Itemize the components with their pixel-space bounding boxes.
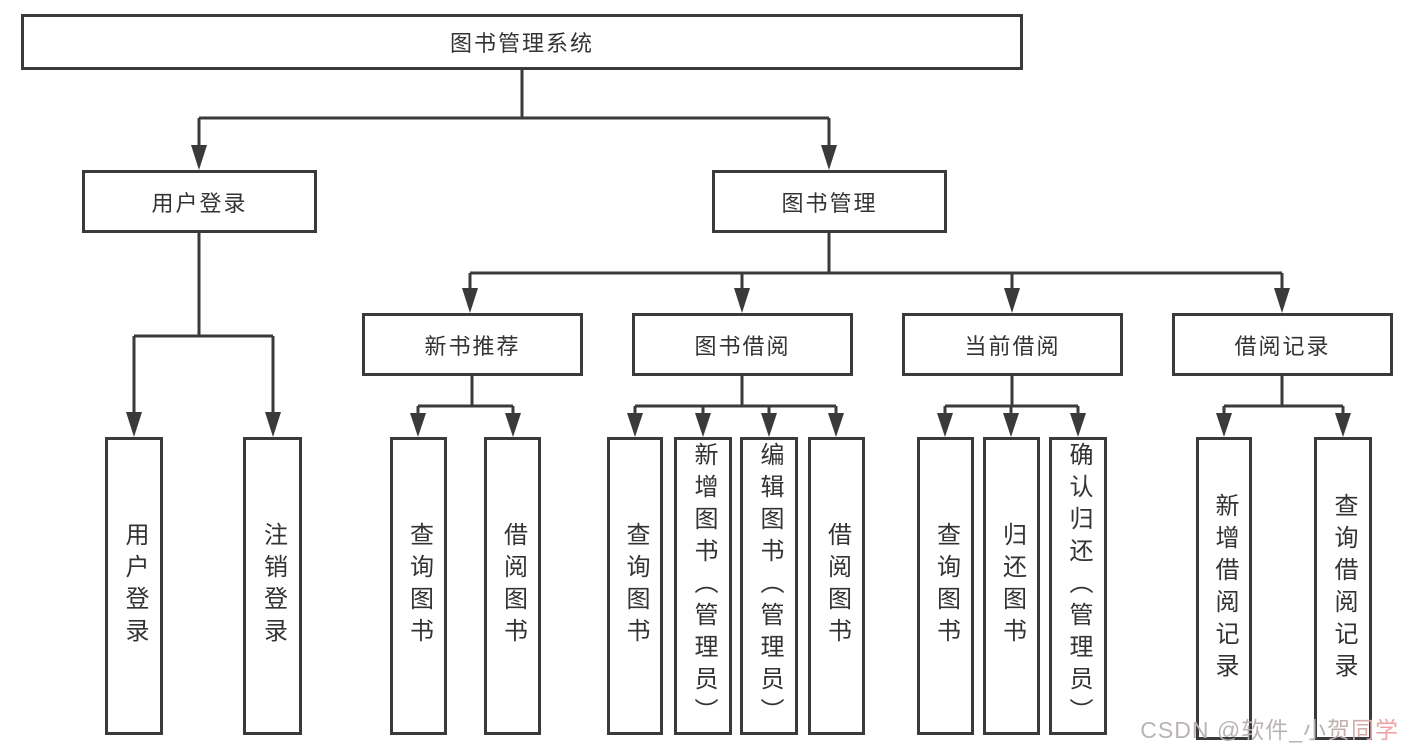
node-borrow-record: 借阅记录 [1172,313,1393,376]
leaf-query-borrow-record: 查询借阅记录 [1314,437,1372,740]
leaf-query-book-1: 查询图书 [390,437,447,735]
leaf-return-book: 归还图书 [983,437,1040,735]
arrowheads [126,145,1351,437]
leaf-borrow-book-1: 借阅图书 [484,437,541,735]
connector-user-login-split [132,233,275,414]
node-root-system: 图书管理系统 [21,14,1023,70]
connector-root-split [197,70,831,147]
node-current-borrow: 当前借阅 [902,313,1123,376]
node-book-borrow: 图书借阅 [632,313,853,376]
leaf-confirm-return-admin: 确认归还（管理员） [1049,437,1107,735]
node-new-book-recommend: 新书推荐 [362,313,583,376]
leaf-query-book-3: 查询图书 [917,437,974,735]
leaf-add-book-admin: 新增图书（管理员） [674,437,732,735]
leaf-edit-book-admin: 编辑图书（管理员） [740,437,798,735]
leaf-logout: 注销登录 [243,437,302,735]
connector-new-book-split [416,376,515,414]
leaf-add-borrow-record: 新增借阅记录 [1196,437,1252,740]
connector-book-management-split [468,233,1284,290]
connector-current-borrow-split [943,376,1080,414]
leaf-query-book-2: 查询图书 [607,437,663,735]
leaf-user-login: 用户登录 [105,437,163,735]
node-user-login: 用户登录 [82,170,317,233]
node-book-management: 图书管理 [712,170,947,233]
csdn-watermark: CSDN @软件_小贺同学 [1140,711,1399,745]
connector-borrow-record-split [1222,376,1345,414]
leaf-borrow-book-2: 借阅图书 [808,437,865,735]
connector-book-borrow-split [633,376,838,414]
